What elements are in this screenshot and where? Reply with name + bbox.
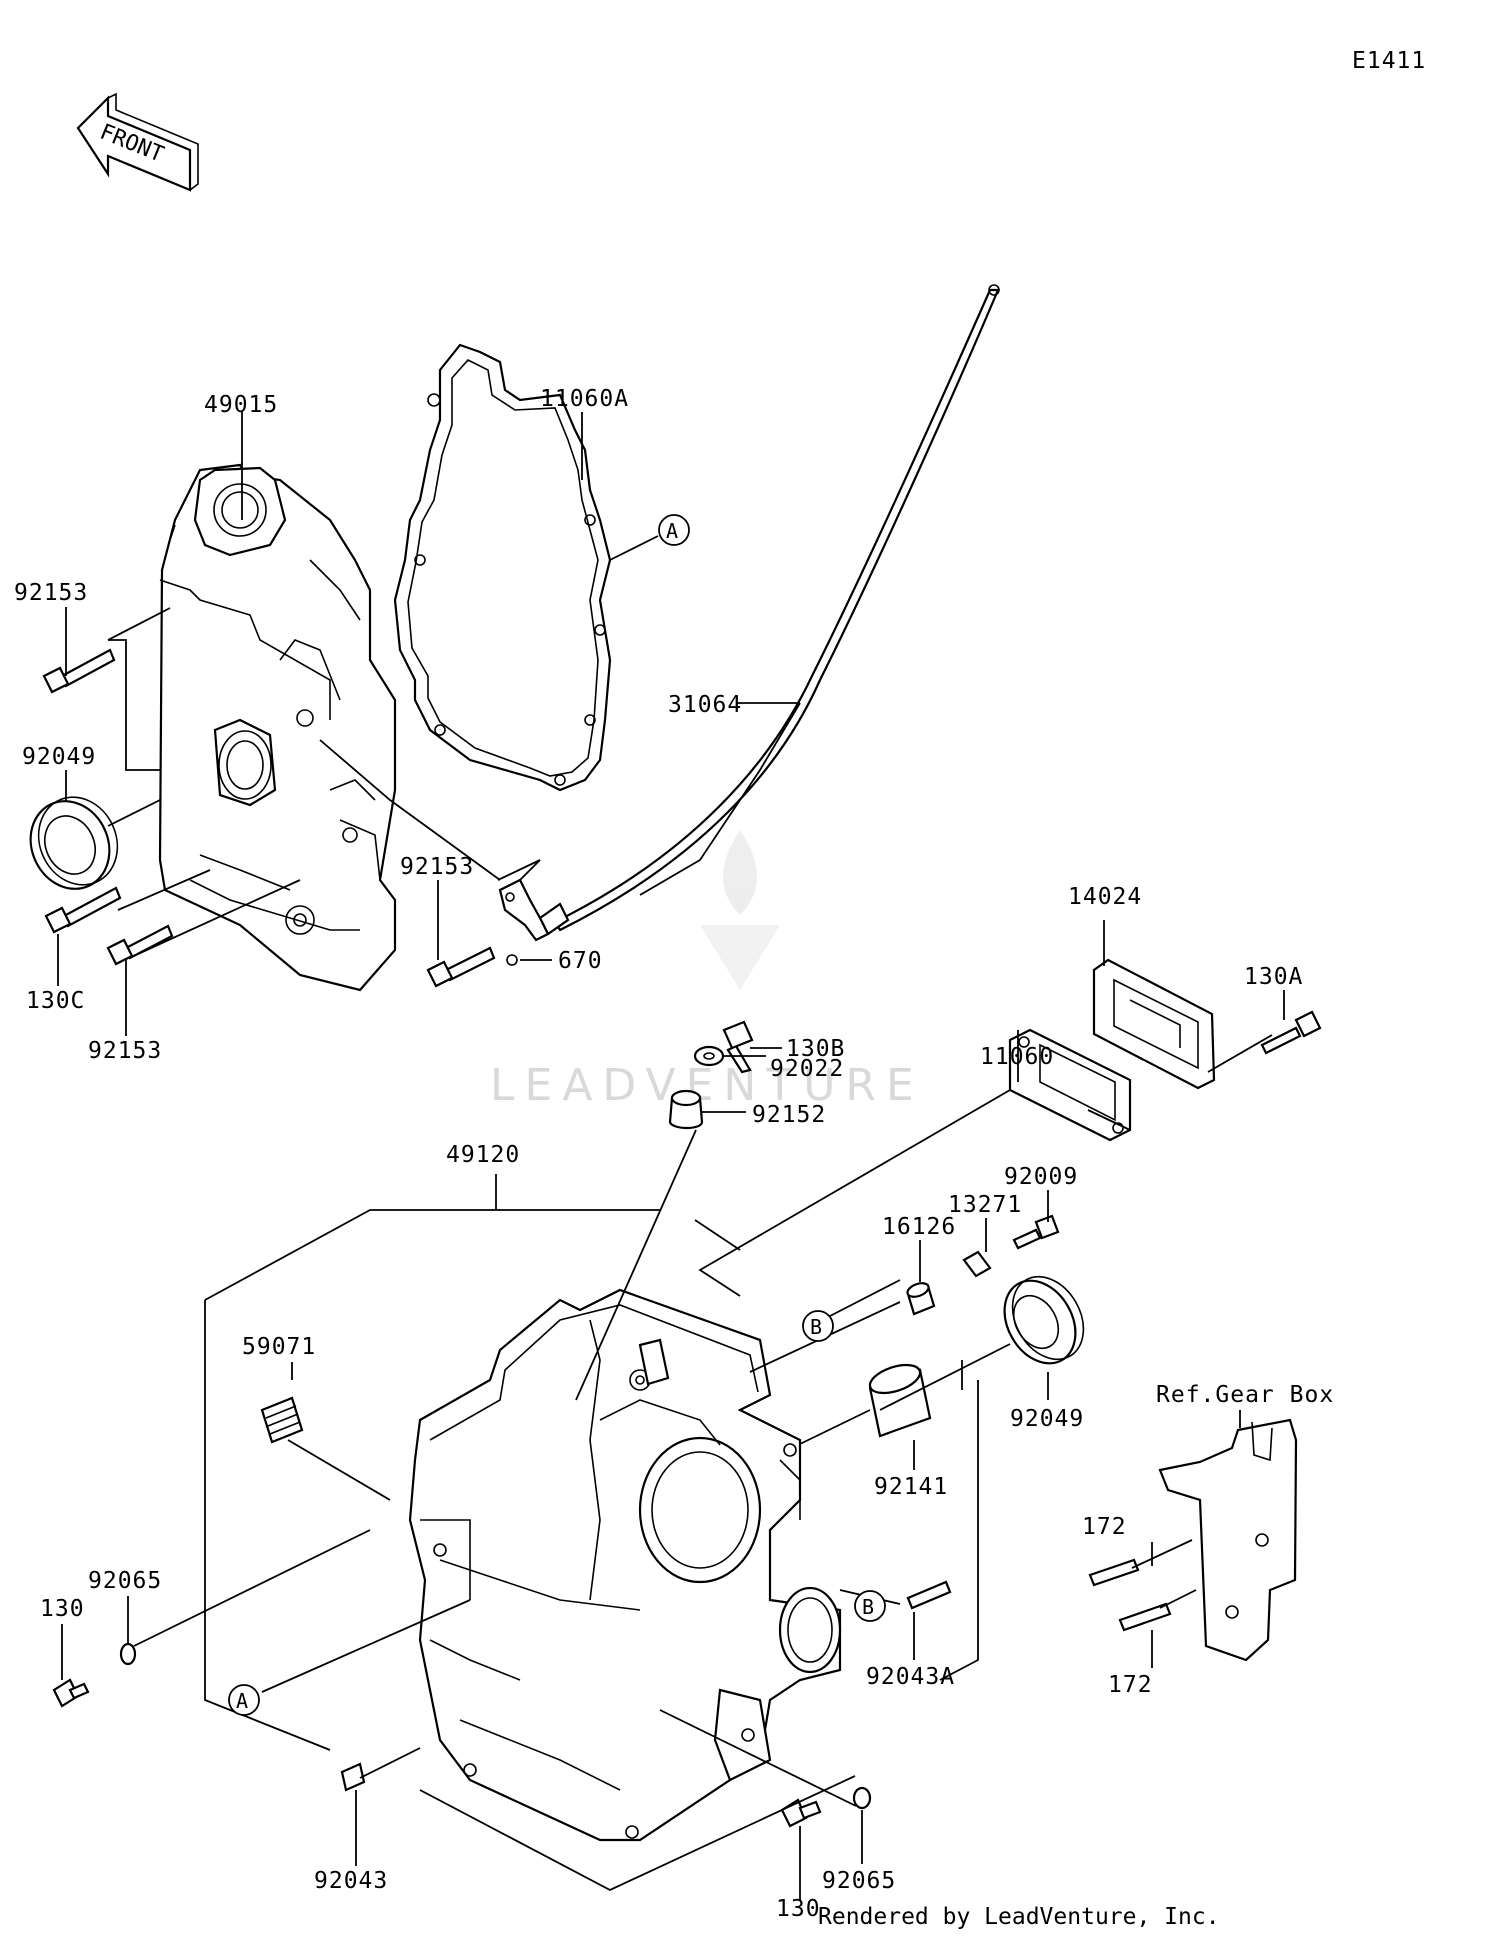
watermark-logo-icon bbox=[700, 830, 780, 990]
leader-lines bbox=[57, 412, 1285, 1900]
label-92043: 92043 bbox=[314, 1868, 388, 1894]
clip-13271 bbox=[962, 1250, 992, 1278]
gasket-11060 bbox=[1008, 1028, 1132, 1142]
label-92022: 92022 bbox=[770, 1056, 844, 1082]
group-frame-top bbox=[204, 1209, 660, 1301]
label-130b: 130B bbox=[786, 1036, 845, 1062]
label-172-lower: 172 bbox=[1108, 1672, 1153, 1698]
label-92153-lower: 92153 bbox=[88, 1038, 162, 1064]
gear-case-cover-49015 bbox=[158, 463, 397, 992]
bolt-130-bottom bbox=[780, 1798, 822, 1828]
label-92049-upper: 92049 bbox=[22, 744, 96, 770]
label-92065-bottom: 92065 bbox=[822, 1868, 896, 1894]
ref-gear-box-note: Ref.Gear Box bbox=[1156, 1382, 1334, 1408]
cover-plate-14024 bbox=[1092, 958, 1216, 1090]
oil-seal-92049-upper bbox=[29, 796, 119, 890]
svg-text:B: B bbox=[810, 1315, 822, 1339]
label-49120: 49120 bbox=[446, 1142, 520, 1168]
part-labels: 49015 11060A 92153 92049 31064 92153 670… bbox=[14, 386, 1303, 1922]
label-92152: 92152 bbox=[752, 1102, 826, 1128]
stud-172-upper bbox=[1088, 1558, 1140, 1587]
front-arrow-icon: FRONT bbox=[76, 92, 199, 192]
group-frame-bottom-left bbox=[204, 1660, 331, 1751]
label-31064: 31064 bbox=[668, 692, 742, 718]
washer-92065-left bbox=[119, 1642, 137, 1666]
dowel-92043a bbox=[906, 1580, 952, 1610]
label-92065-left: 92065 bbox=[88, 1568, 162, 1594]
svg-text:A: A bbox=[666, 519, 678, 543]
callout-a-upper: A bbox=[658, 514, 690, 546]
label-59071: 59071 bbox=[242, 1334, 316, 1360]
label-92009: 92009 bbox=[1004, 1164, 1078, 1190]
label-670: 670 bbox=[558, 948, 603, 974]
label-13271: 13271 bbox=[948, 1192, 1022, 1218]
bolt-130a bbox=[1260, 1010, 1322, 1055]
label-92043a: 92043A bbox=[866, 1664, 955, 1690]
bolt-92153-upper bbox=[42, 648, 116, 694]
label-16126: 16126 bbox=[882, 1214, 956, 1240]
label-92153-top: 92153 bbox=[14, 580, 88, 606]
footer-credit: Rendered by LeadVenture, Inc. bbox=[818, 1904, 1220, 1930]
svg-text:A: A bbox=[236, 1689, 248, 1713]
group-frame-tick bbox=[694, 1219, 741, 1251]
pin-16126 bbox=[906, 1282, 936, 1316]
bolt-130b bbox=[722, 1020, 754, 1074]
callout-b-upper: B bbox=[802, 1310, 834, 1342]
bolt-130c bbox=[44, 886, 122, 934]
cap-92152 bbox=[668, 1089, 704, 1130]
label-92049-right: 92049 bbox=[1010, 1406, 1084, 1432]
gasket-11060a bbox=[393, 343, 612, 792]
bolt-92153-middle bbox=[426, 946, 496, 988]
label-14024: 14024 bbox=[1068, 884, 1142, 910]
bolt-92153-lower bbox=[106, 924, 174, 966]
label-172-upper: 172 bbox=[1082, 1514, 1127, 1540]
label-92141: 92141 bbox=[874, 1474, 948, 1500]
label-130-bottom: 130 bbox=[776, 1896, 821, 1922]
spring-59071 bbox=[260, 1396, 304, 1444]
washer-92022 bbox=[693, 1045, 725, 1067]
dowel-92043 bbox=[340, 1762, 366, 1792]
bracket-ref-gear-box bbox=[1158, 1418, 1298, 1662]
diagram-code: E1411 bbox=[1352, 48, 1426, 74]
group-frame-bottom bbox=[419, 1775, 856, 1892]
label-130a: 130A bbox=[1244, 964, 1303, 990]
oil-seal-92049-right bbox=[1003, 1275, 1085, 1365]
label-130c: 130C bbox=[26, 988, 85, 1014]
label-11060: 11060 bbox=[980, 1044, 1054, 1070]
label-130-left: 130 bbox=[40, 1596, 85, 1622]
label-11060a: 11060A bbox=[540, 386, 629, 412]
crankcase-49120 bbox=[408, 1288, 842, 1842]
callout-b-lower: B bbox=[854, 1590, 886, 1622]
stud-172-lower bbox=[1118, 1602, 1172, 1632]
washer-92065-bottom bbox=[852, 1786, 872, 1810]
group-frame-right bbox=[939, 1380, 979, 1681]
bolt-130-left bbox=[52, 1678, 90, 1708]
bushing-92141 bbox=[868, 1363, 932, 1438]
dipstick-31064 bbox=[498, 284, 1000, 966]
label-92153-middle: 92153 bbox=[400, 854, 474, 880]
label-49015: 49015 bbox=[204, 392, 278, 418]
callout-a-lower: A bbox=[228, 1684, 260, 1716]
watermark: LEADVENTURE bbox=[490, 1060, 924, 1111]
svg-text:B: B bbox=[862, 1595, 874, 1619]
screw-92009 bbox=[1012, 1214, 1060, 1250]
